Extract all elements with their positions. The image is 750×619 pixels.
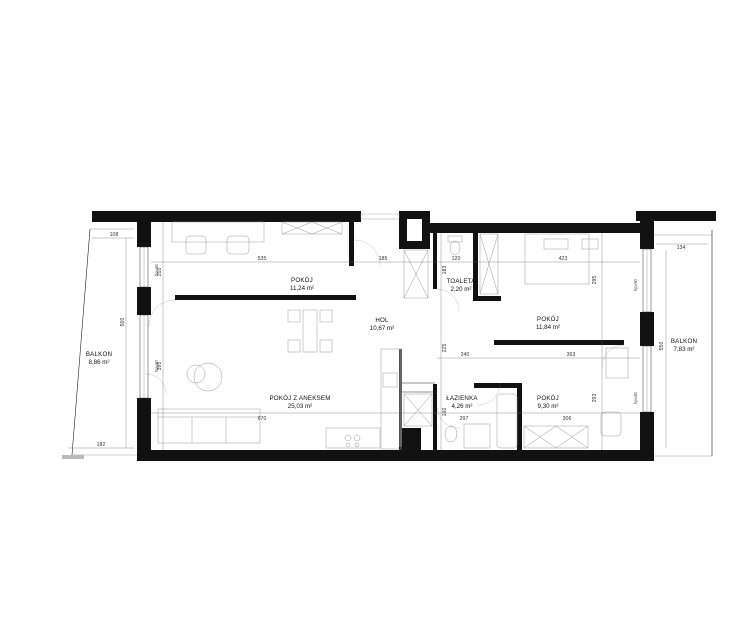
dim-363: 363 [567,352,576,358]
balcony-left [62,228,138,459]
furniture [157,221,629,450]
dim-297: 297 [460,416,469,422]
interior-walls [175,222,624,451]
room-area-lazienka: 4,26 m² [452,403,473,410]
dim-balkon-500: 500 [120,318,126,327]
dim-v395: 395 [157,362,163,371]
dim-v293: 293 [592,394,598,403]
room-area-balkon-right: 7,83 m² [674,346,695,353]
dimension-lines [151,222,640,450]
dim-v225: 225 [442,344,448,353]
room-name-lazienka: ŁAZIENKA [446,395,478,402]
room-area-pokoj-right-top: 11,84 m² [536,324,560,331]
room-area-pokoj-top: 11,24 m² [290,285,314,292]
sill-label-2: hp=90 [154,359,159,371]
dim-v295: 295 [592,276,598,285]
room-area-balkon-left: 8,86 m² [89,359,110,366]
room-name-balkon-left: BALKON [86,351,112,358]
dim-balkon-550: 550 [659,342,665,351]
dim-v160: 160 [442,408,448,417]
dim-670: 670 [258,416,267,422]
dim-v210: 210 [157,268,163,277]
balcony-right [654,230,713,457]
room-name-pokoj-aneks: POKÓJ Z ANEKSEM [269,395,330,402]
windows [139,213,652,413]
room-area-pokoj-aneks: 25,03 m² [288,403,312,410]
room-area-pokoj-right-bottom: 9,30 m² [538,403,559,410]
room-area-toaleta: 2,20 m² [451,286,472,293]
room-name-balkon-right: BALKON [671,338,697,345]
dim-balkon-108: 108 [110,232,119,238]
dim-535: 535 [258,256,267,262]
room-name-toaleta: TOALETA [446,278,476,285]
dim-423: 423 [559,256,568,262]
dim-306: 306 [563,416,572,422]
sill-label-1: hp=90 [154,263,159,275]
dim-120: 120 [452,256,461,262]
dim-balkon-182: 182 [97,442,106,448]
sill-label-3: hp=90 [633,278,638,290]
dim-240: 240 [461,352,470,358]
room-area-hol: 10,67 m² [370,325,394,332]
room-name-pokoj-top: POKÓJ [291,277,313,284]
room-name-hol: HOL [375,317,389,324]
exterior-walls [92,211,716,461]
dim-185: 185 [379,256,388,262]
sill-label-4: hp=90 [633,391,638,403]
room-name-pokoj-right-top: POKÓJ [537,316,559,323]
dim-balkon-134: 134 [677,245,686,251]
dim-v183: 183 [442,266,448,275]
room-name-pokoj-right-bottom: POKÓJ [537,395,559,402]
